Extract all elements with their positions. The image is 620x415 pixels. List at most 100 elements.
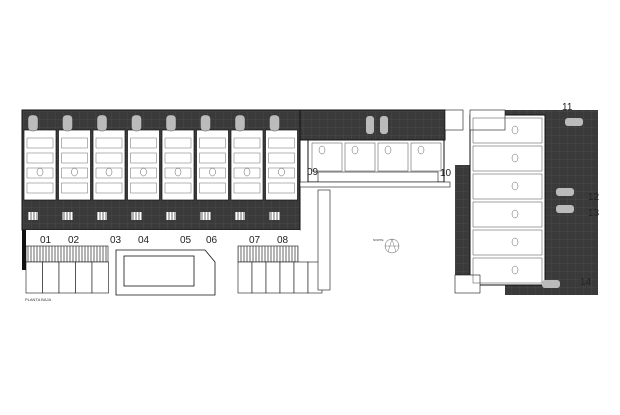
north-compass: NORTE: [373, 238, 400, 254]
storage-room: [279, 261, 295, 294]
room: [130, 152, 157, 164]
room: [95, 152, 123, 164]
room: [95, 137, 123, 149]
dwelling-unit: [127, 129, 160, 201]
right-building-block: [454, 109, 598, 295]
dining-table: [278, 167, 285, 177]
dining-table: [174, 167, 182, 177]
room: [233, 152, 261, 164]
dining-table: [511, 237, 519, 247]
left-building-block: [21, 109, 323, 296]
dining-table: [417, 145, 425, 155]
fence: [166, 212, 176, 220]
dining-table: [511, 265, 519, 275]
room: [268, 182, 295, 194]
dwelling-unit: [230, 129, 264, 201]
unit-number-label: 09: [307, 167, 319, 178]
dining-table: [384, 145, 392, 155]
room: [26, 182, 54, 194]
car-icon: [131, 114, 142, 132]
car-icon: [96, 114, 108, 132]
room: [26, 137, 54, 149]
dwelling-unit: [472, 117, 543, 144]
unit-number-label: 08: [277, 235, 289, 246]
room: [164, 152, 192, 164]
storage-room: [265, 261, 281, 294]
dwelling-unit: [265, 129, 298, 201]
north-label: NORTE: [373, 238, 383, 242]
plan-title: PLANTA BAJA: [25, 297, 51, 302]
room: [61, 182, 88, 194]
unit-number-label: 12: [588, 192, 600, 203]
car-icon: [165, 114, 177, 132]
unit-number-label: 01: [40, 235, 52, 246]
unit-number-label: 06: [206, 235, 218, 246]
storage-room: [75, 261, 93, 294]
dwelling-unit: [23, 129, 57, 201]
car-icon: [366, 116, 374, 134]
room: [344, 142, 376, 172]
car-icon: [556, 188, 574, 196]
room: [233, 182, 261, 194]
dining-table: [318, 145, 326, 155]
dwelling-unit: [472, 145, 543, 172]
storage-room: [293, 261, 309, 294]
room: [164, 182, 192, 194]
dwelling-unit: [58, 129, 91, 201]
unit-number-label: 13: [588, 208, 600, 219]
dining-table: [511, 125, 519, 135]
dwelling-unit: [92, 129, 126, 201]
dining-table: [511, 153, 519, 163]
dwelling-unit: [472, 201, 543, 228]
swimming-pool: [115, 249, 216, 296]
storage-room: [237, 261, 253, 294]
car-icon: [62, 114, 73, 132]
car-icon: [200, 114, 211, 132]
room: [61, 137, 88, 149]
dining-table: [511, 181, 519, 191]
unit-number-label: 14: [580, 277, 592, 288]
unit-number-label: 04: [138, 235, 150, 246]
storage-room: [42, 261, 60, 294]
room: [268, 137, 295, 149]
room: [164, 137, 192, 149]
room: [199, 152, 226, 164]
room: [95, 182, 123, 194]
fence: [200, 212, 211, 220]
car-icon: [269, 114, 280, 132]
storage-room: [58, 261, 76, 294]
dining-table: [36, 167, 44, 177]
dining-table: [351, 145, 359, 155]
car-icon: [380, 116, 388, 134]
middle-building-block: [299, 109, 464, 291]
fence: [62, 212, 73, 220]
fence: [131, 212, 142, 220]
dwelling-unit: [472, 173, 543, 200]
storage-room: [91, 261, 109, 294]
room: [130, 182, 157, 194]
room: [377, 142, 409, 172]
car-icon: [234, 114, 246, 132]
room: [233, 137, 261, 149]
room: [26, 152, 54, 164]
dining-table: [511, 209, 519, 219]
dining-table: [140, 167, 147, 177]
dwelling-unit: [472, 229, 543, 256]
unit-number-label: 07: [249, 235, 261, 246]
car-icon: [542, 280, 560, 288]
dwelling-unit: [472, 257, 543, 284]
fence: [269, 212, 280, 220]
storage-room: [25, 261, 43, 294]
car-icon: [565, 118, 583, 126]
dining-table: [105, 167, 113, 177]
room: [268, 152, 295, 164]
fence: [97, 212, 107, 220]
car-icon: [27, 114, 39, 132]
fence: [235, 212, 245, 220]
room: [199, 137, 226, 149]
unit-number-label: 03: [110, 235, 122, 246]
unit-number-label: 10: [440, 168, 452, 179]
room: [410, 142, 442, 172]
